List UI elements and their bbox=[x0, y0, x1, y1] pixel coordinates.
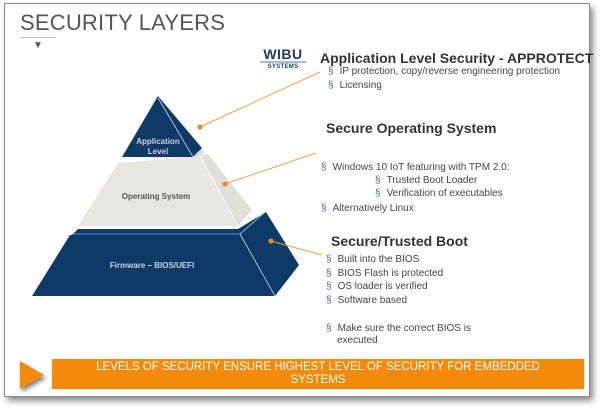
summary-banner: LEVELS OF SECURITY ENSURE HIGHEST LEVEL … bbox=[52, 359, 584, 389]
section-heading-boot: Secure/Trusted Boot bbox=[331, 233, 468, 249]
pyramid-layer-os-front bbox=[78, 156, 238, 226]
pyramid-edge-highlight bbox=[239, 212, 265, 235]
dropdown-triangle-icon: ▼ bbox=[33, 40, 43, 51]
bullet-icon: § bbox=[326, 323, 332, 334]
bullet-item: §Alternatively Linux bbox=[321, 203, 414, 214]
bullet-icon: § bbox=[326, 281, 332, 292]
connector-line-application bbox=[199, 71, 321, 128]
bullet-icon: § bbox=[326, 268, 332, 279]
bullet-item: §Licensing bbox=[328, 80, 382, 91]
play-arrow-icon bbox=[20, 361, 44, 389]
bullet-icon: § bbox=[328, 66, 334, 77]
pyramid-edge-highlight bbox=[199, 155, 239, 227]
pyramid-edge-highlight bbox=[239, 233, 276, 297]
bullet-item: §Software based bbox=[326, 295, 408, 306]
connector-line-os bbox=[224, 152, 317, 185]
bullet-icon: § bbox=[326, 254, 332, 265]
connector-dot-os bbox=[222, 181, 228, 187]
bullet-item: §Built into the BIOS bbox=[326, 254, 420, 265]
bullet-icon: § bbox=[328, 80, 334, 91]
pyramid-layer-firmware-top bbox=[72, 212, 266, 236]
connector-dot-application bbox=[197, 124, 203, 130]
pyramid-layer-os-side bbox=[200, 154, 252, 226]
bullet-item: §BIOS Flash is protected bbox=[326, 268, 444, 279]
pyramid-layer-firmware-front bbox=[32, 235, 275, 296]
slide-title: SECURITY LAYERS bbox=[20, 10, 226, 35]
bullet-item: §Make sure the correct BIOS is bbox=[326, 323, 471, 334]
bullet-item-continuation: executed bbox=[337, 335, 378, 346]
pyramid-layer-application-front bbox=[122, 96, 193, 157]
pyramid-label-application-1: Application bbox=[136, 137, 180, 146]
pyramid-label-application-2: Level bbox=[148, 147, 168, 156]
pyramid-edge-highlight bbox=[157, 97, 194, 158]
bullet-icon: § bbox=[375, 188, 381, 199]
connector-line-boot bbox=[270, 240, 323, 256]
pyramid-label-firmware: Firmware – BIOS/UEFI bbox=[110, 261, 194, 270]
logo-wordmark: WIBU bbox=[260, 47, 306, 63]
bullet-item-sub: §Trusted Boot Loader bbox=[375, 175, 478, 186]
banner-text: LEVELS OF SECURITY ENSURE HIGHEST LEVEL … bbox=[96, 361, 540, 386]
bullet-item: §Windows 10 IoT featuring with TPM 2.0: bbox=[321, 162, 510, 173]
connector-dot-boot bbox=[268, 238, 274, 244]
section-heading-os: Secure Operating System bbox=[326, 120, 497, 136]
logo-subtext: SYSTEMS bbox=[267, 64, 299, 70]
bullet-item: §OS loader is verified bbox=[326, 281, 428, 292]
bullet-icon: § bbox=[321, 162, 327, 173]
title-underline bbox=[20, 37, 56, 38]
bullet-item-sub: §Verification of executables bbox=[375, 188, 503, 199]
bullet-icon: § bbox=[375, 175, 381, 186]
bullet-item: §IP protection, copy/reverse engineering… bbox=[328, 66, 561, 77]
pyramid-layer-firmware-side bbox=[240, 212, 299, 296]
bullet-icon: § bbox=[326, 295, 332, 306]
wibu-systems-logo: WIBU SYSTEMS bbox=[260, 47, 306, 71]
section-heading-application: Application Level Security - APPROTECT bbox=[320, 50, 594, 66]
pyramid-layer-application-side bbox=[158, 96, 202, 157]
pyramid-label-os: Operating System bbox=[122, 192, 190, 201]
bullet-icon: § bbox=[321, 203, 327, 214]
